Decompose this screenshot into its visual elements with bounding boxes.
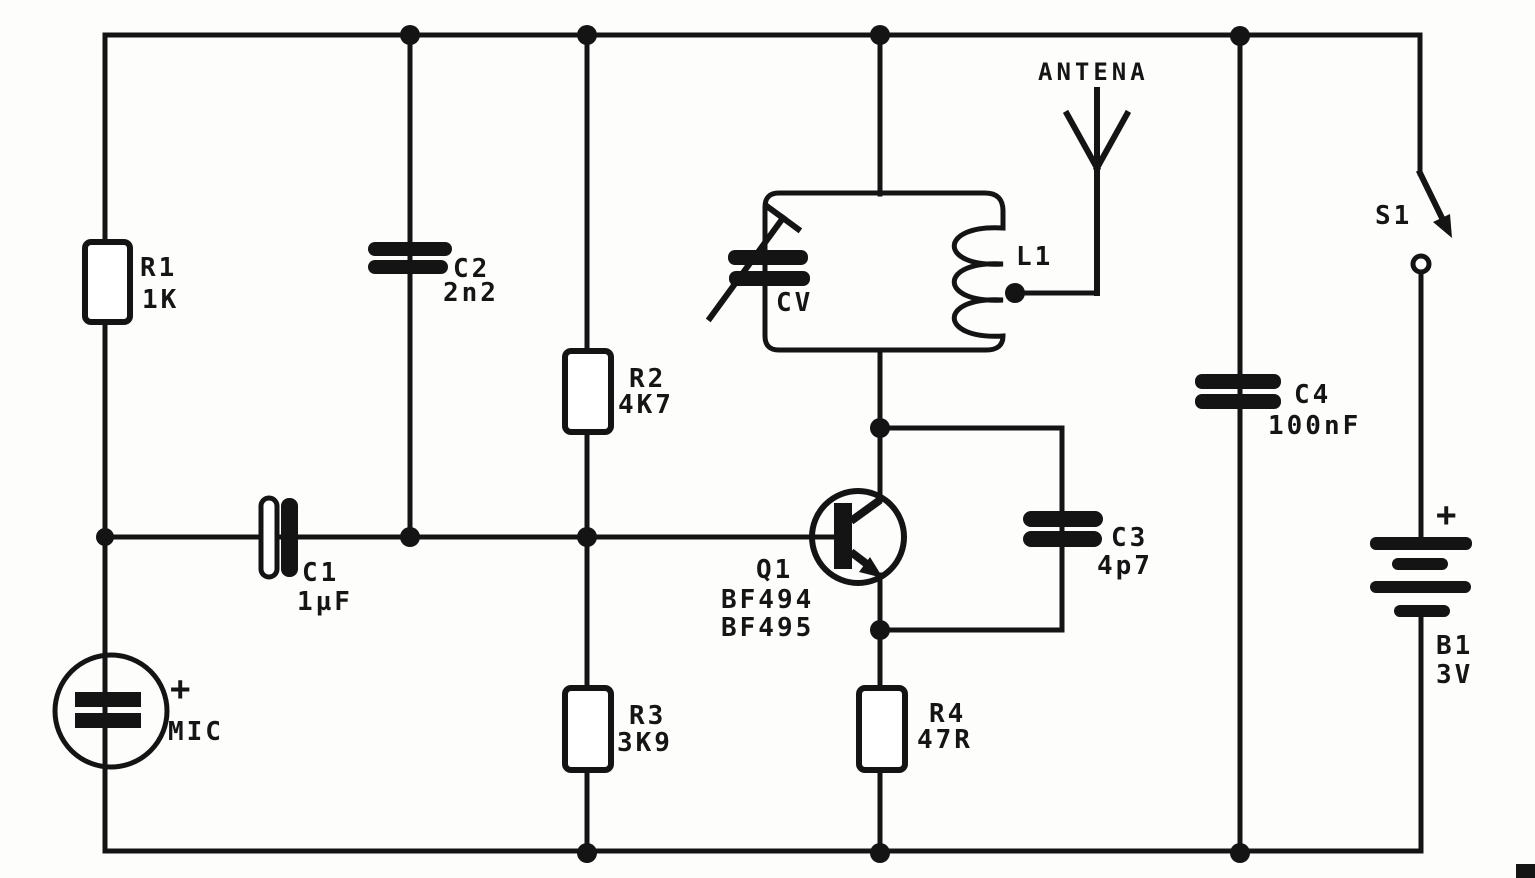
resistor-symbol: [562, 685, 614, 773]
component-c4: C4 100nF: [1195, 374, 1361, 441]
component-q1: Q1 BF494 BF495: [721, 488, 907, 643]
c2-value: 2n2: [443, 278, 499, 308]
r3-label: R3: [629, 701, 666, 731]
resistor-symbol: [856, 685, 908, 773]
r4-label: R4: [929, 699, 966, 729]
r1-label: R1: [140, 253, 177, 283]
c3-label: C3: [1111, 523, 1148, 553]
mic-polarity: +: [170, 669, 190, 709]
junction-dot: [870, 620, 890, 640]
capacitor-plate: [1023, 511, 1103, 527]
junction-dot: [870, 843, 890, 863]
capacitor-plate: [1195, 394, 1281, 409]
c1-label: C1: [302, 558, 339, 588]
cv-adjust-arrow: [705, 213, 788, 323]
capacitor-plate: [1195, 374, 1281, 389]
mic-plate: [75, 713, 141, 728]
component-r1: R1 1K: [82, 239, 179, 325]
c3-loop-wire: [877, 425, 1065, 633]
cv-label: CV: [776, 288, 813, 318]
antenna-v-icon: [1062, 109, 1132, 173]
capacitor-plate: [368, 260, 448, 274]
junction-dot: [400, 527, 420, 547]
mic-plate: [75, 692, 141, 707]
junction-dot: [400, 25, 420, 45]
junction-dot: [577, 527, 597, 547]
tank-circuit: CV L1: [705, 190, 1100, 353]
q1-type-b: BF495: [721, 613, 814, 643]
junction-dots: [96, 25, 1250, 863]
s1-label: S1: [1375, 201, 1412, 231]
c3-value: 4p7: [1097, 551, 1153, 581]
r3-value: 3K9: [617, 728, 673, 758]
switch-arrow-icon: [1433, 214, 1452, 238]
emitter-arrow-icon: [859, 557, 883, 578]
component-r3: R3 3K9: [562, 685, 673, 773]
component-s1: S1: [1375, 168, 1452, 275]
microphone-symbol: [52, 652, 170, 770]
component-r4: R4 47R: [856, 685, 973, 773]
mic-label: MIC: [168, 717, 224, 747]
capacitor-plate-pos: [281, 498, 298, 577]
component-c3: C3 4p7: [1023, 511, 1153, 581]
scan-artifact: [1516, 864, 1535, 878]
c1-value: 1µF: [297, 587, 353, 617]
r2-value: 4K7: [618, 390, 674, 420]
switch-contact: [1410, 253, 1432, 275]
component-c1: C1 1µF: [258, 495, 353, 617]
r4-value: 47R: [917, 725, 973, 755]
transistor-collector-lead: [848, 496, 883, 525]
battery-plate-short: [1394, 605, 1450, 617]
capacitor-plate: [1023, 531, 1102, 547]
junction-dot: [1230, 843, 1250, 863]
antenna: ANTENA: [1038, 58, 1149, 296]
junction-dot: [870, 25, 890, 45]
wires: [102, 32, 1424, 854]
b1-label: B1: [1436, 631, 1473, 661]
antenna-label: ANTENA: [1038, 58, 1149, 86]
cv-adjust-tbar: [763, 202, 803, 234]
resistor-symbol: [82, 239, 133, 325]
resistor-symbol: [562, 348, 614, 435]
q1-label: Q1: [756, 555, 793, 585]
switch-blade: [1415, 168, 1448, 225]
component-c2: C2 2n2: [368, 242, 499, 308]
b1-polarity: +: [1436, 495, 1456, 535]
junction-dot: [96, 528, 114, 546]
capacitor-plate: [368, 242, 452, 256]
r1-value: 1K: [142, 285, 179, 315]
component-mic: + MIC: [52, 652, 224, 770]
c2-label: C2: [453, 254, 490, 284]
cv-plate: [729, 271, 810, 286]
component-r2: R2 4K7: [562, 348, 674, 435]
battery-plate-long: [1370, 537, 1472, 550]
capacitor-plate-neg: [258, 495, 280, 580]
tank-loop-and-coil: [762, 190, 1006, 353]
c4-label: C4: [1294, 380, 1331, 410]
c4-value: 100nF: [1268, 411, 1361, 441]
junction-dot: [1230, 26, 1250, 46]
b1-value: 3V: [1436, 660, 1473, 690]
junction-dot: [577, 843, 597, 863]
r2-label: R2: [629, 364, 666, 394]
l1-label: L1: [1016, 242, 1053, 272]
battery-plate-short: [1392, 558, 1448, 570]
component-b1: + B1 3V: [1370, 495, 1473, 690]
junction-dot: [870, 418, 890, 438]
transistor-base-bar: [834, 503, 852, 569]
q1-type-a: BF494: [721, 585, 814, 615]
transistor-symbol: [809, 488, 907, 586]
cv-plate: [728, 250, 808, 265]
battery-plate-long: [1370, 581, 1471, 593]
junction-dot: [577, 25, 597, 45]
